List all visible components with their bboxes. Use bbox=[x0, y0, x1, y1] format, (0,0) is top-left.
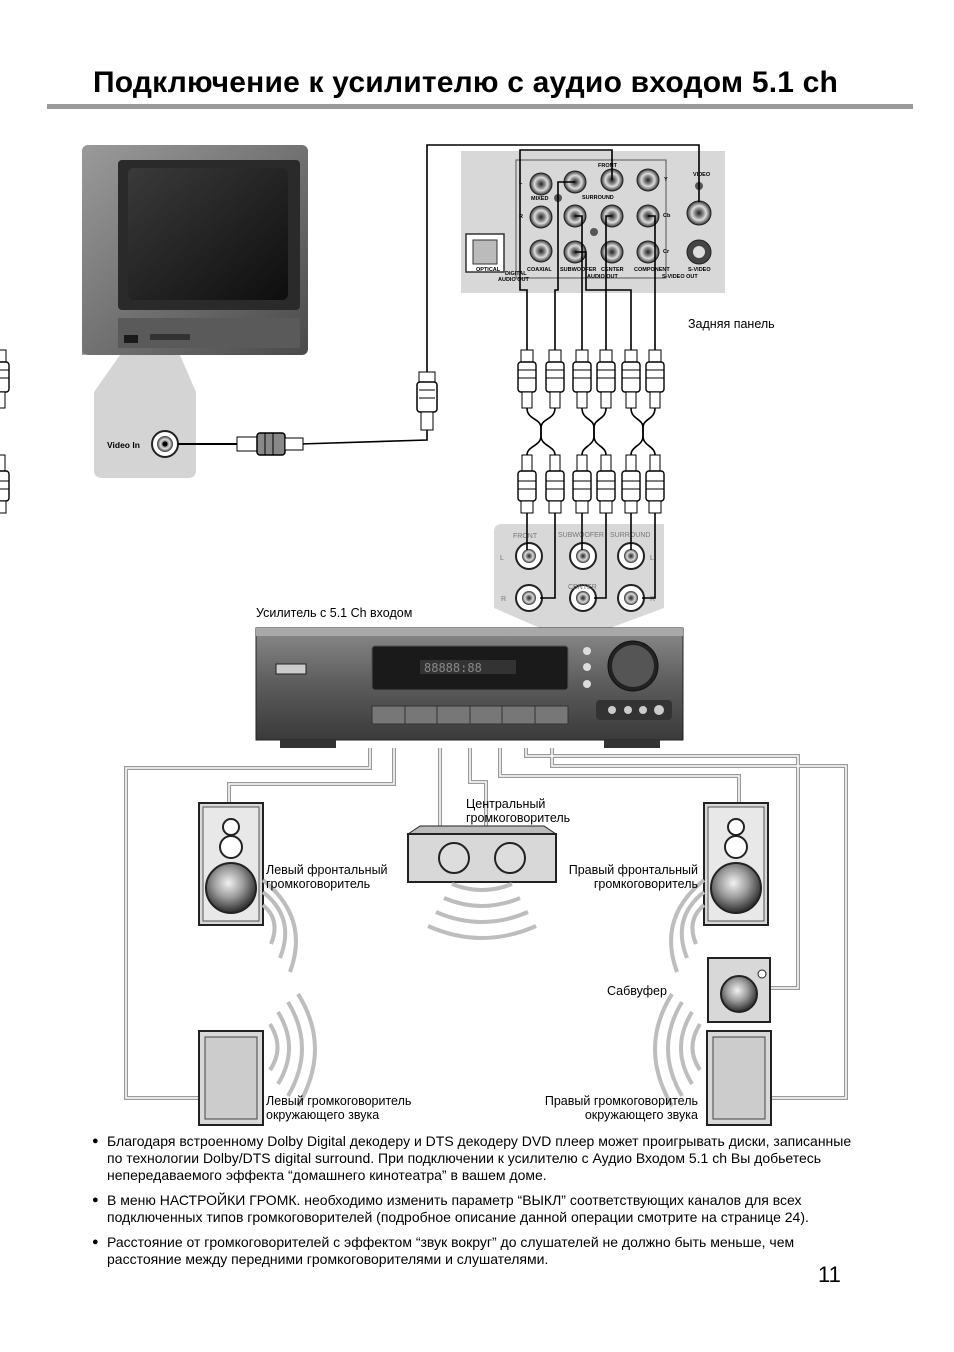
rear-panel-label: Задняя панель bbox=[688, 317, 775, 331]
page-title: Подключение к усилителю с аудио входом 5… bbox=[93, 66, 839, 99]
panel-label-cr: Cr bbox=[663, 249, 670, 255]
notes-list: Благодаря встроенному Dolby Digital деко… bbox=[92, 1133, 852, 1276]
panel-label-subwoofer: SUBWOOFER bbox=[560, 267, 596, 273]
panel-label-mixed: MIXED bbox=[531, 196, 548, 202]
amp-label-r-right: R bbox=[650, 596, 655, 603]
video-in-label: Video In bbox=[107, 440, 140, 450]
front-right-label-line1: Правый фронтальный bbox=[568, 863, 698, 877]
panel-label-s-video: S-VIDEO bbox=[688, 267, 711, 273]
front-right-label-line2: громкоговоритель bbox=[593, 877, 698, 891]
center-speaker-label-line1: Центральный bbox=[466, 797, 546, 811]
amp-label-subwoofer: SUBWOOFER bbox=[558, 532, 604, 539]
panel-label-l-mixed: L bbox=[519, 180, 523, 186]
panel-label-svideo-out: S-VIDEO OUT bbox=[662, 274, 698, 280]
tv-set bbox=[82, 145, 308, 355]
page-number: 11 bbox=[818, 1262, 841, 1287]
video-plug-horizontal bbox=[178, 432, 304, 456]
audio-plugs-upper bbox=[0, 349, 10, 409]
center-speaker-label: Центральный громкоговоритель bbox=[466, 797, 570, 825]
front-left-label: Левый фронтальный громкоговоритель bbox=[266, 863, 388, 891]
tv-video-in-callout bbox=[94, 355, 196, 478]
note-item: В меню НАСТРОЙКИ ГРОМК. необходимо измен… bbox=[92, 1192, 852, 1226]
panel-label-optical: OPTICAL bbox=[476, 267, 501, 273]
subwoofer-label: Сабвуфер bbox=[607, 984, 667, 998]
cable-twists bbox=[526, 407, 656, 456]
panel-label-component: COMPONENT bbox=[634, 267, 670, 273]
amp-label-l-right: L bbox=[650, 555, 654, 562]
panel-label-center: CENTER bbox=[601, 267, 624, 273]
surround-right-speaker bbox=[706, 1030, 772, 1126]
amp-input-cables bbox=[526, 513, 656, 599]
front-left-label-line1: Левый фронтальный bbox=[266, 863, 388, 877]
panel-label-cb: Cb bbox=[663, 213, 671, 219]
front-right-label: Правый фронтальный громкоговоритель bbox=[548, 863, 698, 891]
amplifier-label: Усилитель с 5.1 Ch входом bbox=[256, 606, 413, 620]
panel-label-surround: SURROUND bbox=[582, 195, 614, 201]
panel-label-r-mixed: R bbox=[519, 214, 523, 220]
surround-right-label-line2: окружающего звука bbox=[584, 1108, 698, 1122]
title-underline bbox=[47, 104, 913, 109]
subwoofer-speaker bbox=[707, 957, 771, 1023]
surround-right-label-line1: Правый громкоговоритель bbox=[544, 1094, 698, 1108]
amp-label-front: FRONT bbox=[513, 533, 538, 540]
amp-label-center: CENTER bbox=[568, 584, 597, 591]
amp-label-r-left: R bbox=[501, 596, 506, 603]
amp-label-l-left: L bbox=[500, 555, 504, 562]
video-cable bbox=[299, 144, 700, 445]
panel-label-coaxial: COAXIAL bbox=[527, 267, 552, 273]
dvd-rear-panel: L R MIXED FRONT SURROUND SUBWOOFER CENTE… bbox=[461, 151, 725, 293]
svg-text:88888:88: 88888:88 bbox=[424, 661, 482, 675]
panel-label-video: VIDEO bbox=[693, 172, 711, 178]
front-left-label-line2: громкоговоритель bbox=[266, 877, 371, 891]
amplifier: 88888:88 bbox=[255, 627, 684, 748]
panel-label-front: FRONT bbox=[598, 163, 618, 169]
surround-right-label: Правый громкоговоритель окружающего звук… bbox=[508, 1094, 698, 1122]
note-item: Благодаря встроенному Dolby Digital деко… bbox=[92, 1133, 852, 1184]
panel-label-y: Y bbox=[664, 177, 668, 183]
amp-input-callout: FRONT SUBWOOFER SURROUND CENTER L R L R bbox=[494, 524, 664, 628]
video-plug-vertical bbox=[416, 371, 438, 431]
center-speaker bbox=[406, 825, 558, 883]
front-right-speaker bbox=[703, 802, 769, 926]
front-left-speaker bbox=[198, 802, 264, 926]
sound-waves bbox=[261, 878, 706, 1108]
center-speaker-label-line2: громкоговоритель bbox=[466, 811, 571, 825]
panel-label-audio-out: AUDIO OUT bbox=[587, 274, 619, 280]
panel-label-digital: DIGITAL bbox=[505, 271, 527, 277]
audio-cables bbox=[519, 149, 656, 352]
note-item: Расстояние от громкоговорителей с эффект… bbox=[92, 1234, 852, 1268]
surround-left-label: Левый громкоговоритель окружающего звука bbox=[266, 1094, 411, 1122]
audio-plugs-lower bbox=[0, 454, 10, 514]
surround-left-label-line2: окружающего звука bbox=[266, 1108, 380, 1122]
panel-label-digital-audio-out: AUDIO OUT bbox=[498, 277, 530, 283]
surround-left-label-line1: Левый громкоговоритель bbox=[266, 1094, 412, 1108]
surround-left-speaker bbox=[198, 1030, 264, 1126]
